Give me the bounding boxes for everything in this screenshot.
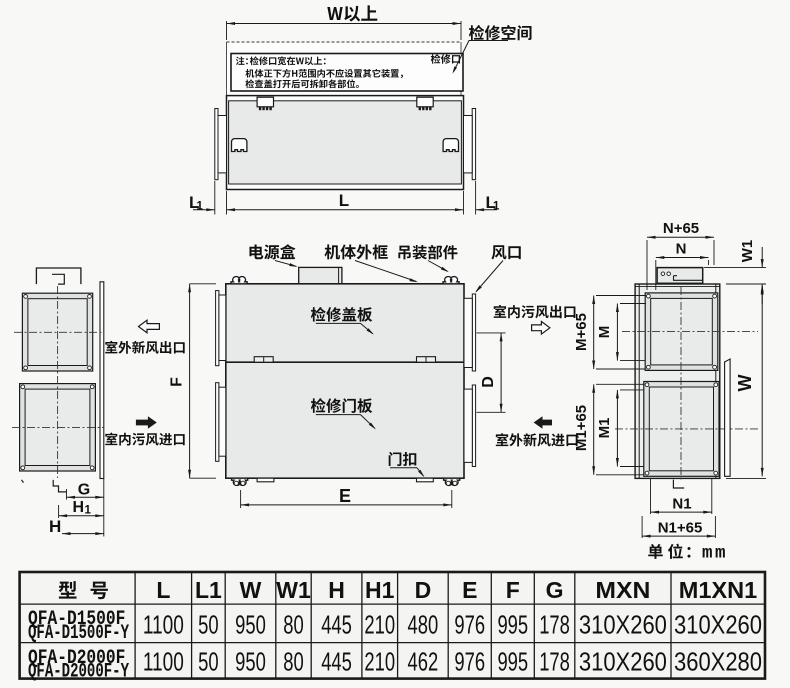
svg-text:W1: W1	[739, 240, 756, 263]
svg-text:H: H	[328, 577, 345, 603]
svg-text:445: 445	[321, 647, 352, 677]
svg-text:L: L	[189, 193, 199, 212]
svg-text:50: 50	[198, 647, 219, 677]
svg-text:QFA-D2000F: QFA-D2000F	[28, 647, 125, 670]
svg-text:178: 178	[539, 647, 570, 677]
svg-text:950: 950	[235, 610, 266, 640]
svg-text:976: 976	[454, 647, 485, 677]
svg-text:480: 480	[408, 610, 439, 640]
svg-text:G: G	[546, 577, 564, 603]
svg-text:G: G	[78, 482, 90, 499]
svg-text:QFA-D1500F: QFA-D1500F	[28, 608, 125, 631]
svg-text:M1XN1: M1XN1	[679, 577, 758, 603]
svg-text:1: 1	[493, 201, 500, 213]
svg-text:H1: H1	[365, 577, 395, 603]
svg-text:445: 445	[321, 610, 352, 640]
svg-text:N+65: N+65	[663, 220, 699, 237]
svg-text:80: 80	[283, 647, 304, 677]
svg-text:L: L	[156, 577, 170, 603]
svg-text:310X260: 310X260	[579, 610, 667, 640]
svg-text:M: M	[596, 326, 613, 339]
svg-text:M1: M1	[596, 418, 613, 439]
svg-text:995: 995	[497, 610, 528, 640]
svg-text:1: 1	[197, 201, 204, 213]
svg-text:D: D	[480, 376, 497, 388]
svg-text:W1: W1	[276, 577, 311, 603]
svg-text:MXN: MXN	[595, 577, 650, 603]
svg-text:210: 210	[364, 647, 395, 677]
svg-text:E: E	[462, 577, 477, 603]
svg-text:310X260: 310X260	[674, 610, 762, 640]
svg-text:QFA-D2000F-Y: QFA-D2000F-Y	[28, 661, 129, 684]
svg-text:E: E	[339, 486, 351, 506]
svg-text:310X260: 310X260	[579, 647, 667, 677]
svg-text:995: 995	[497, 647, 528, 677]
svg-text:W: W	[735, 375, 755, 392]
svg-text:mm: mm	[702, 544, 728, 564]
svg-text:F: F	[169, 377, 186, 387]
svg-text:80: 80	[283, 610, 304, 640]
svg-text:462: 462	[408, 647, 439, 677]
svg-text:360X280: 360X280	[674, 647, 762, 677]
svg-text:976: 976	[454, 610, 485, 640]
svg-text:L: L	[486, 193, 496, 212]
svg-text:178: 178	[539, 610, 570, 640]
svg-text:L: L	[339, 191, 349, 210]
svg-text:N1+65: N1+65	[658, 520, 703, 537]
svg-text:QFA-D1500F-Y: QFA-D1500F-Y	[28, 622, 129, 645]
svg-text:N1: N1	[672, 496, 691, 513]
svg-text:M+65: M+65	[573, 313, 590, 351]
svg-text:1: 1	[85, 505, 92, 517]
svg-text:N: N	[676, 241, 687, 258]
svg-text:50: 50	[198, 610, 219, 640]
svg-text:950: 950	[235, 647, 266, 677]
svg-text:1100: 1100	[143, 647, 184, 677]
svg-text:L1: L1	[195, 577, 222, 603]
svg-text:H: H	[49, 517, 61, 536]
svg-text:H: H	[73, 499, 85, 516]
svg-text:D: D	[415, 577, 432, 603]
svg-text:M1+65: M1+65	[573, 405, 590, 451]
svg-text:210: 210	[364, 610, 395, 640]
svg-text:F: F	[506, 577, 520, 603]
svg-text:1100: 1100	[143, 610, 184, 640]
svg-text:W: W	[240, 577, 262, 603]
